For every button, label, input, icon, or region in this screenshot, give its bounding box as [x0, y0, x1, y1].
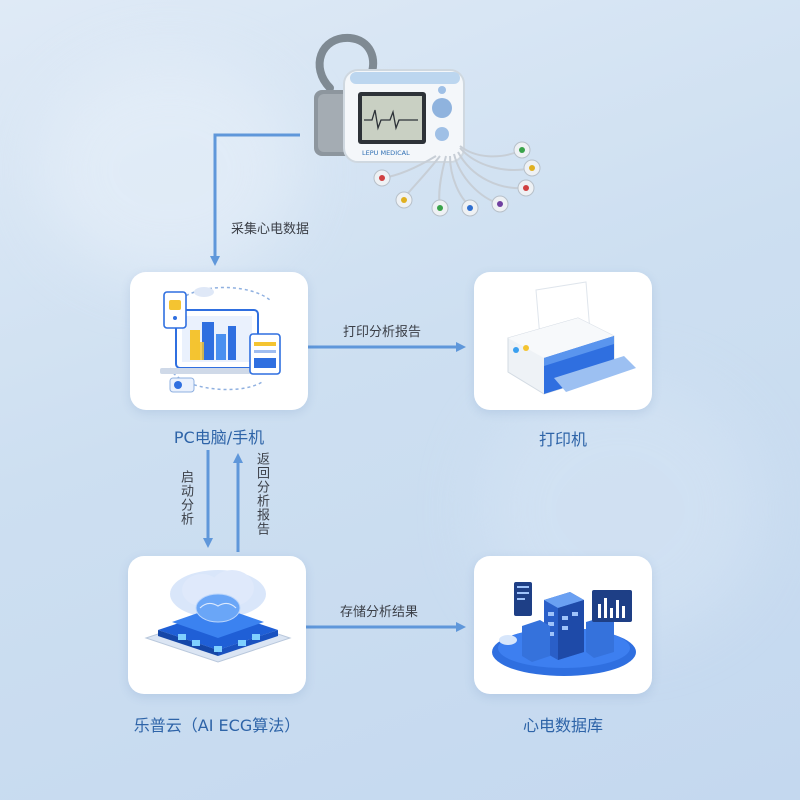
edge-label-start-analysis: 启动分析 [178, 470, 193, 526]
ecg-holter-device: LEPU MEDICAL [314, 33, 541, 217]
pc-phone-card [130, 272, 308, 410]
cloud-chip-illustration [144, 570, 292, 663]
arrow-collect [210, 133, 300, 266]
node-label-cloud: 乐普云（AI ECG算法） [133, 716, 301, 735]
edge-label-store: 存储分析结果 [340, 605, 419, 620]
edge-label-collect: 采集心电数据 [231, 222, 310, 237]
node-label-printer: 打印机 [538, 430, 587, 449]
cloud-card [128, 556, 306, 694]
device-brand-text: LEPU MEDICAL [362, 149, 410, 157]
edge-label-return-report: 返回分析报告 [254, 452, 269, 536]
database-card [474, 556, 652, 694]
edge-label-print: 打印分析报告 [343, 325, 422, 340]
node-label-database: 心电数据库 [522, 716, 603, 735]
printer-card [474, 272, 652, 410]
database-city-illustration [492, 582, 636, 676]
node-label-pc: PC电脑/手机 [173, 428, 265, 447]
background-glow [40, 60, 300, 280]
pc-phone-illustration [160, 286, 281, 393]
printer-illustration [507, 281, 636, 395]
electrode-snaps [373, 141, 541, 217]
